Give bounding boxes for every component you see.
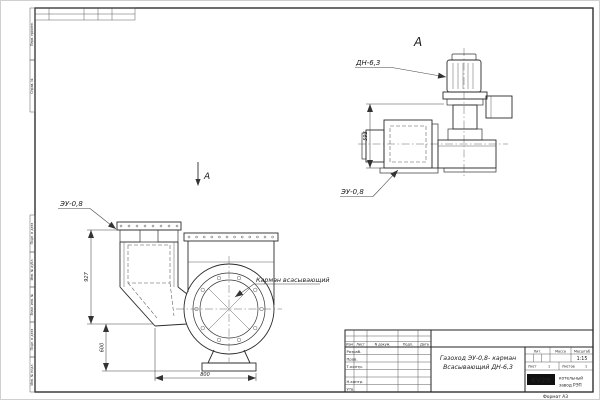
- tb-scale-value: 1:15: [577, 356, 588, 362]
- title-block: Изм Лист N докум. Подп. Дата Разраб. Про…: [344, 329, 594, 393]
- doc-title-line1: Газоход ЭУ-0,8- карман: [440, 355, 516, 362]
- margin-label-podp-data-2: Подп. и дата: [30, 329, 34, 351]
- company-line1: котельный: [559, 376, 583, 381]
- dimension-600: 600: [100, 324, 200, 372]
- tb-mass-label: Масса: [555, 350, 566, 354]
- main-view: ЭУ-0,8 Карман всасывающий А 927 600: [58, 162, 330, 381]
- tb-role-nkontr: Н.контр.: [347, 379, 364, 384]
- tb-sheets-label: Листов: [562, 365, 575, 369]
- dimension-800: 800: [154, 328, 257, 381]
- margin-label-podp-data-1: Подп. и дата: [30, 223, 34, 245]
- company-line2: завод РЭП: [559, 383, 582, 388]
- tb-sheet-label: Лист: [528, 365, 537, 369]
- section-letter: А: [203, 172, 210, 182]
- pocket-type-label: ЭУ-0,8: [59, 200, 83, 208]
- view-a: А: [340, 35, 513, 197]
- pocket-bolt-holes: [119, 224, 179, 228]
- tb-col-podp: Подп.: [403, 343, 413, 347]
- tb-col-data: Дата: [420, 343, 429, 347]
- unit-type-label: ЭУ-0,8: [340, 188, 364, 196]
- margin-label-vzam-inv: Взам. инв. №: [30, 293, 34, 315]
- tb-lit-label: Лит.: [534, 350, 542, 354]
- dimension-593: 593: [363, 103, 444, 169]
- inlet-bolt-holes: [194, 276, 264, 342]
- corner-stamp: [34, 7, 136, 21]
- dim-800-text: 800: [200, 372, 210, 378]
- margin-stamps: Перв. примен. Справ. № Подп. и дата Инв.…: [29, 7, 36, 393]
- pocket-callout-label: Карман всасывающий: [256, 277, 330, 284]
- format-note: Формат А3: [543, 394, 568, 400]
- doc-title-line2: Всасывающий ДН-6,3: [443, 364, 513, 371]
- dim-927-text: 927: [84, 271, 90, 281]
- suction-pocket: [116, 221, 188, 327]
- tb-role-razrab: Разраб.: [347, 349, 362, 354]
- tb-col-list: Лист: [356, 343, 365, 347]
- tb-role-tkontr: Т.контр.: [346, 364, 363, 369]
- fan-scroll: [176, 232, 282, 372]
- tb-col-ndokum: N докум.: [375, 343, 391, 347]
- dim-600-text: 600: [100, 343, 106, 353]
- tb-sheet-value: 1: [548, 365, 550, 369]
- tb-scale-label: Масштаб: [574, 350, 590, 354]
- tb-sheets-value: 1: [585, 365, 587, 369]
- fan-base: [201, 349, 257, 372]
- dim-593-text: 593: [363, 131, 369, 141]
- margin-label-inv-dubl: Инв. № дубл.: [30, 259, 34, 281]
- margin-label-inv-podl: Инв. № подл.: [30, 364, 34, 386]
- margin-label-sprav-no: Справ. №: [30, 78, 34, 94]
- fan-unit-side: [361, 119, 439, 174]
- tb-col-izm: Изм: [346, 343, 353, 347]
- drive-type-label: ДН-6,3: [355, 59, 380, 67]
- tb-role-utv: Утв.: [347, 387, 355, 392]
- section-marker: А: [195, 162, 210, 186]
- margin-label-perv-primen: Перв. примен.: [30, 22, 34, 46]
- dimension-927: 927: [84, 229, 153, 325]
- tb-role-prov: Пров.: [347, 357, 358, 362]
- view-a-letter: А: [413, 35, 422, 49]
- logo-text: KVZR: [531, 377, 551, 385]
- duct-bolt-holes: [187, 235, 274, 239]
- company-logo: KVZR: [527, 374, 555, 385]
